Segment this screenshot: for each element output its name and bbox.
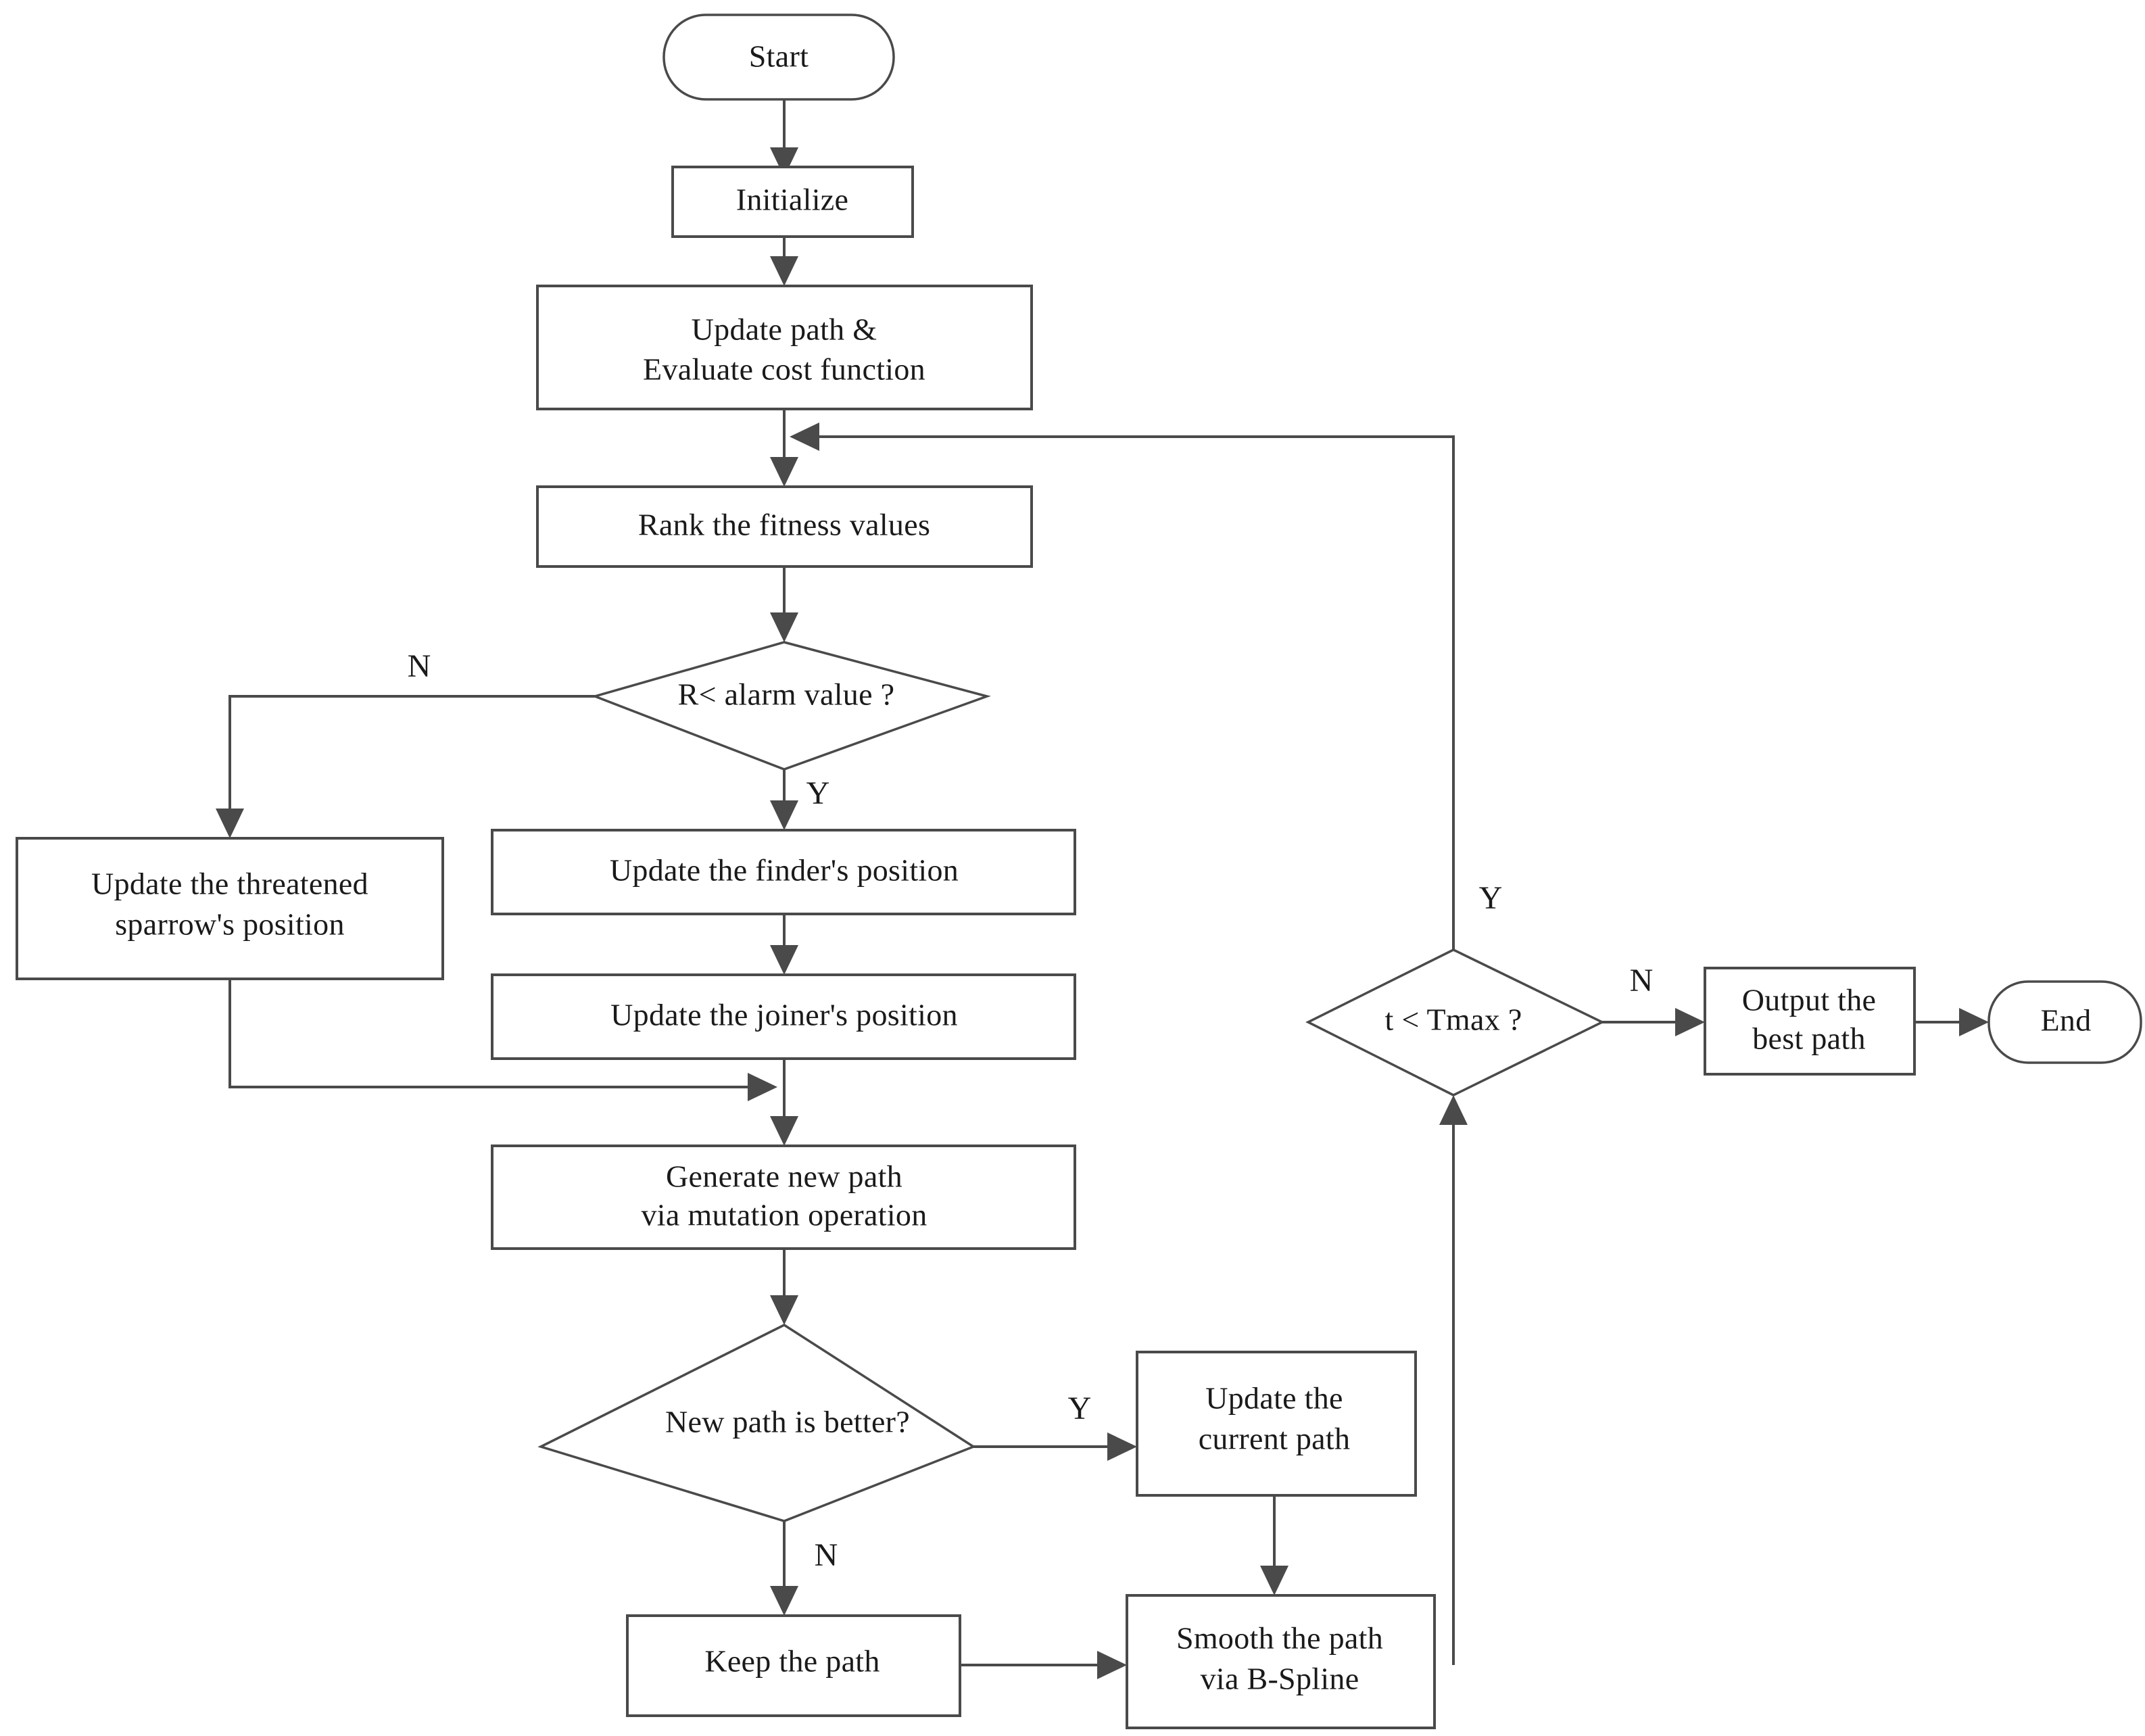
joiner-position-shape: [491, 973, 1076, 1060]
arrowhead-output-best: [1675, 1008, 1705, 1036]
output-best-line2: best path: [1752, 1021, 1866, 1056]
generate-new-path-line1: Generate new path: [666, 1159, 902, 1194]
edge-label-tmax-no: N: [1630, 963, 1654, 998]
node-output-best[interactable]: Output the best path: [1704, 967, 1916, 1076]
initialize-label: Initialize: [736, 183, 848, 217]
rank-fitness-label: Rank the fitness values: [638, 508, 930, 542]
threatened-sparrow-shape: [16, 837, 444, 980]
keep-path-shape: [626, 1614, 961, 1717]
tmax-decision-label: t < Tmax ?: [1384, 1003, 1522, 1037]
end-terminator-shape: [1987, 980, 2142, 1064]
node-end[interactable]: End: [1987, 980, 2142, 1064]
better-decision-shape: [537, 1323, 976, 1522]
start-label: Start: [749, 39, 809, 74]
update-eval-shape: [536, 285, 1033, 410]
arrowhead-rank: [770, 457, 798, 487]
edge-alarm-no: [228, 695, 595, 810]
smooth-path-line1: Smooth the path: [1176, 1621, 1383, 1656]
arrowhead-update-current: [1107, 1432, 1137, 1461]
finder-position-shape: [491, 829, 1076, 915]
edge-label-alarm-no: N: [408, 648, 431, 684]
smooth-path-line2: via B-Spline: [1201, 1662, 1359, 1696]
output-best-line1: Output the: [1742, 983, 1876, 1017]
arrowhead-update-eval: [770, 256, 798, 286]
arrowhead-end: [1959, 1008, 1989, 1036]
edge-label-better-yes: Y: [1068, 1391, 1092, 1426]
node-rank-fitness[interactable]: Rank the fitness values: [536, 485, 1033, 568]
better-decision-label: New path is better?: [665, 1405, 910, 1439]
node-initialize[interactable]: Initialize: [671, 166, 914, 238]
node-alarm-decision[interactable]: R< alarm value ?: [591, 641, 991, 771]
node-tmax-decision[interactable]: t < Tmax ?: [1305, 948, 1605, 1096]
edge-threatened-to-merge: [228, 979, 749, 1088]
node-update-eval[interactable]: Update path & Evaluate cost function: [536, 285, 1033, 410]
arrowhead-smooth-left: [1097, 1651, 1127, 1679]
arrowhead-threatened: [216, 809, 244, 838]
threatened-sparrow-line2: sparrow's position: [115, 907, 345, 942]
end-label: End: [2041, 1003, 2092, 1038]
node-better-decision[interactable]: New path is better?: [537, 1323, 976, 1522]
node-smooth-path[interactable]: Smooth the path via B-Spline: [1126, 1594, 1436, 1729]
joiner-position-label: Update the joiner's position: [610, 998, 958, 1032]
node-start[interactable]: Start: [662, 14, 895, 101]
update-eval-line2: Evaluate cost function: [643, 352, 925, 387]
arrowhead-finder: [770, 800, 798, 830]
node-generate-new-path[interactable]: Generate new path via mutation operation: [491, 1144, 1076, 1250]
update-current-path-line1: Update the: [1205, 1381, 1343, 1416]
arrowhead-keep-path: [770, 1586, 798, 1616]
connectors: [216, 99, 1989, 1679]
arrowhead-better: [770, 1295, 798, 1325]
keep-path-label: Keep the path: [704, 1644, 879, 1679]
arrowhead-tmax-bottom: [1439, 1095, 1468, 1125]
node-finder-position[interactable]: Update the finder's position: [491, 829, 1076, 915]
initialize-shape: [671, 166, 914, 238]
edge-label-better-no: N: [815, 1537, 838, 1573]
edge-label-alarm-yes: Y: [806, 775, 830, 811]
arrowhead-joiner: [770, 945, 798, 975]
start-terminator-shape: [662, 14, 895, 101]
arrowhead-generate: [770, 1116, 798, 1146]
arrowhead-smooth-top: [1260, 1566, 1288, 1595]
generate-new-path-shape: [491, 1144, 1076, 1250]
update-current-path-line2: current path: [1199, 1422, 1351, 1456]
arrowhead-feedback-merge: [790, 423, 819, 451]
output-best-shape: [1704, 967, 1916, 1076]
alarm-decision-shape: [591, 641, 991, 771]
finder-position-label: Update the finder's position: [610, 853, 959, 888]
edge-tmax-yes-feedback: [818, 435, 1455, 950]
arrowhead-initialize: [770, 147, 798, 177]
node-update-current-path[interactable]: Update the current path: [1136, 1351, 1417, 1497]
arrowhead-alarm: [770, 612, 798, 642]
alarm-decision-label: R< alarm value ?: [678, 677, 895, 712]
edge-label-tmax-yes: Y: [1479, 880, 1503, 916]
update-eval-line1: Update path &: [692, 312, 877, 347]
node-threatened-sparrow[interactable]: Update the threatened sparrow's position: [16, 837, 444, 980]
threatened-sparrow-line1: Update the threatened: [91, 867, 368, 901]
rank-fitness-shape: [536, 485, 1033, 568]
generate-new-path-line2: via mutation operation: [641, 1198, 927, 1232]
update-current-path-shape: [1136, 1351, 1417, 1497]
arrowhead-merge-trunk: [748, 1073, 777, 1101]
smooth-path-shape: [1126, 1594, 1436, 1729]
node-joiner-position[interactable]: Update the joiner's position: [491, 973, 1076, 1060]
node-keep-path[interactable]: Keep the path: [626, 1614, 961, 1717]
tmax-decision-shape: [1305, 948, 1605, 1096]
